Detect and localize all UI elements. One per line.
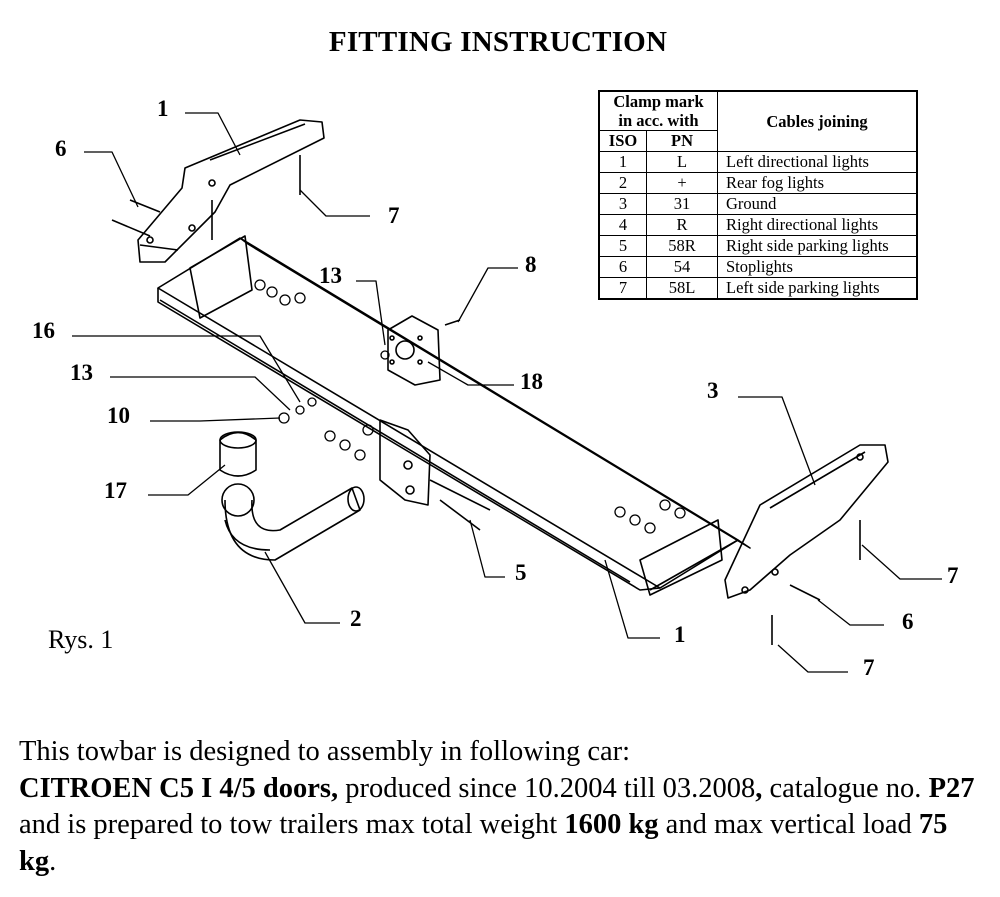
description: This towbar is designed to assembly in f… xyxy=(19,734,979,880)
callout-7c: 7 xyxy=(863,655,875,680)
description-body: CITROEN C5 I 4/5 doors, produced since 1… xyxy=(19,772,975,877)
nuts xyxy=(254,279,686,534)
table-row: 2+Rear fog lights xyxy=(598,172,918,194)
description-line1: This towbar is designed to assembly in f… xyxy=(19,736,631,767)
callout-16: 16 xyxy=(32,318,55,343)
callout-7b: 7 xyxy=(947,563,959,588)
callout-7: 7 xyxy=(388,203,400,228)
callout-5: 5 xyxy=(515,560,527,585)
figure-label: Rys. 1 xyxy=(48,625,113,654)
page-title: FITTING INSTRUCTION xyxy=(328,26,668,58)
callout-10: 10 xyxy=(107,403,130,428)
callout-17: 17 xyxy=(104,478,127,503)
callout-13b: 13 xyxy=(70,360,93,385)
left-bracket xyxy=(137,119,325,263)
car-model: CITROEN C5 I 4/5 doors, xyxy=(19,772,339,804)
callout-1: 1 xyxy=(674,622,686,647)
iso-header: ISO xyxy=(598,130,647,152)
tow-ball xyxy=(219,431,257,517)
socket-plate xyxy=(387,315,441,386)
towbar-diagram: 1 6 7 13 8 16 13 18 10 3 17 5 7 2 6 1 7 … xyxy=(32,96,959,680)
catalogue-number: P27 xyxy=(928,772,975,804)
ball-neck xyxy=(224,486,365,561)
callout-3: 3 xyxy=(707,378,719,403)
max-weight: 1600 kg xyxy=(564,809,659,840)
callout-8: 8 xyxy=(525,252,537,277)
right-bracket xyxy=(724,444,889,599)
pn-header: PN xyxy=(646,130,718,152)
callout-6: 6 xyxy=(55,136,67,161)
callout-2: 2 xyxy=(350,606,362,631)
ball-mount-bracket xyxy=(379,419,431,506)
callout-4: 1 xyxy=(157,96,169,121)
cables-header: Cables joining xyxy=(717,90,918,152)
callout-18: 18 xyxy=(520,369,543,394)
callout-6b: 6 xyxy=(902,609,914,634)
vertical-load: 75 kg xyxy=(19,809,948,877)
callout-13: 13 xyxy=(319,263,342,288)
bolts xyxy=(111,155,861,645)
leader-lines xyxy=(72,112,942,673)
